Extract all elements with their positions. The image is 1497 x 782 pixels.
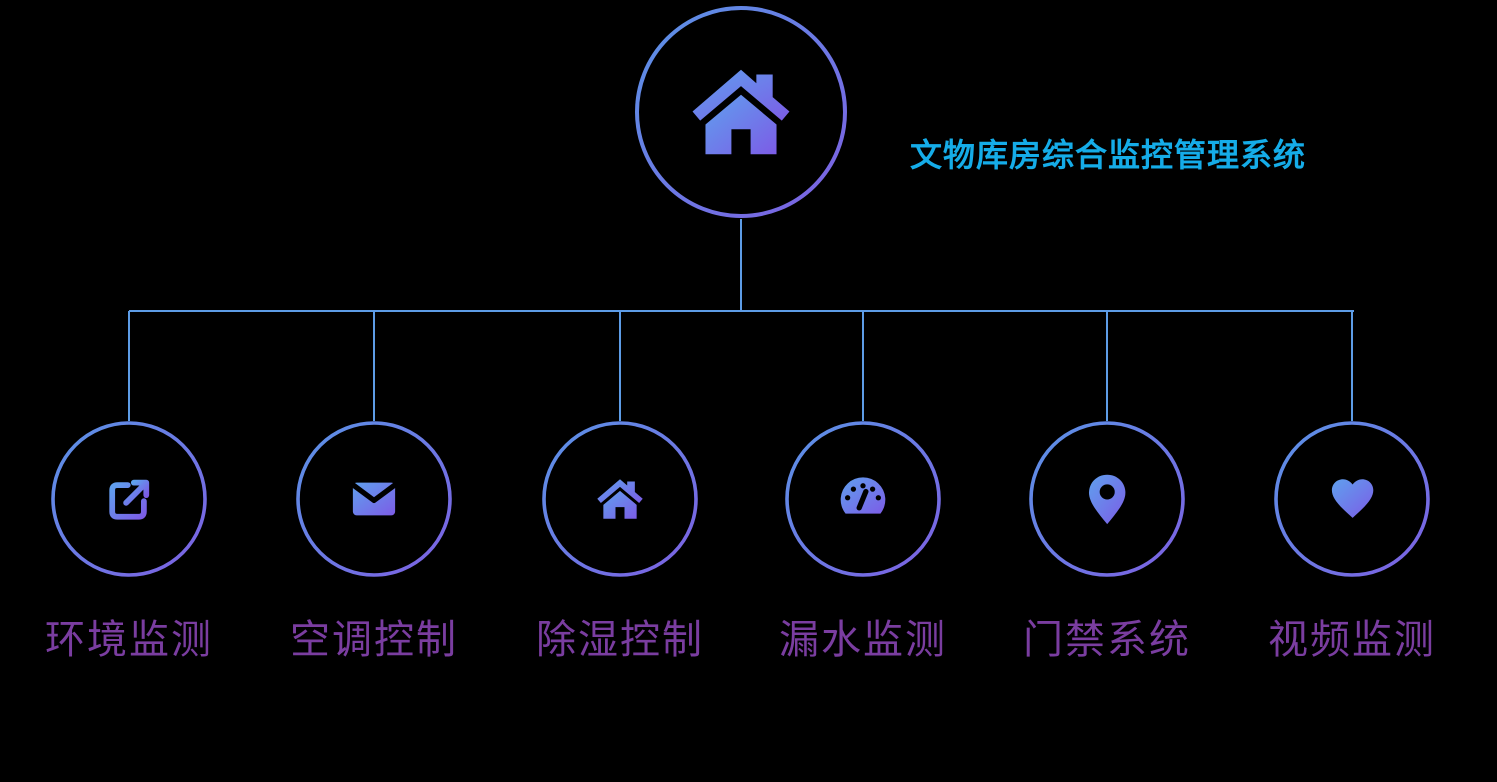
connector-drop-line: [1106, 311, 1108, 421]
node-hvac-control: [295, 420, 453, 578]
node-label: 环境监测: [45, 617, 213, 662]
connector-drop-line: [1351, 311, 1353, 421]
node-label: 视频监测: [1268, 617, 1436, 662]
node-label: 门禁系统: [1023, 617, 1191, 662]
node-environment-monitoring: [50, 420, 208, 578]
page-title: 文物库房综合监控管理系统: [910, 137, 1307, 173]
node-access-control: [1028, 420, 1186, 578]
location-pin-icon: [1029, 421, 1185, 577]
node-label: 除湿控制: [536, 617, 704, 662]
envelope-icon: [296, 421, 452, 577]
heart-icon: [1274, 421, 1430, 577]
node-video-monitoring: [1273, 420, 1431, 578]
home-icon: [635, 6, 847, 218]
external-link-icon: [51, 421, 207, 577]
node-label: 空调控制: [290, 617, 458, 662]
node-dehumidify-control: [541, 420, 699, 578]
node-label: 漏水监测: [779, 617, 947, 662]
connector-trunk-line: [740, 219, 742, 312]
gauge-icon: [785, 421, 941, 577]
node-leak-monitoring: [784, 420, 942, 578]
connector-drop-line: [619, 311, 621, 421]
connector-drop-line: [862, 311, 864, 421]
home-icon: [542, 421, 698, 577]
root-node: [633, 4, 849, 220]
connector-drop-line: [373, 311, 375, 421]
connector-drop-line: [128, 311, 130, 421]
connector-horizontal-line: [129, 310, 1354, 312]
